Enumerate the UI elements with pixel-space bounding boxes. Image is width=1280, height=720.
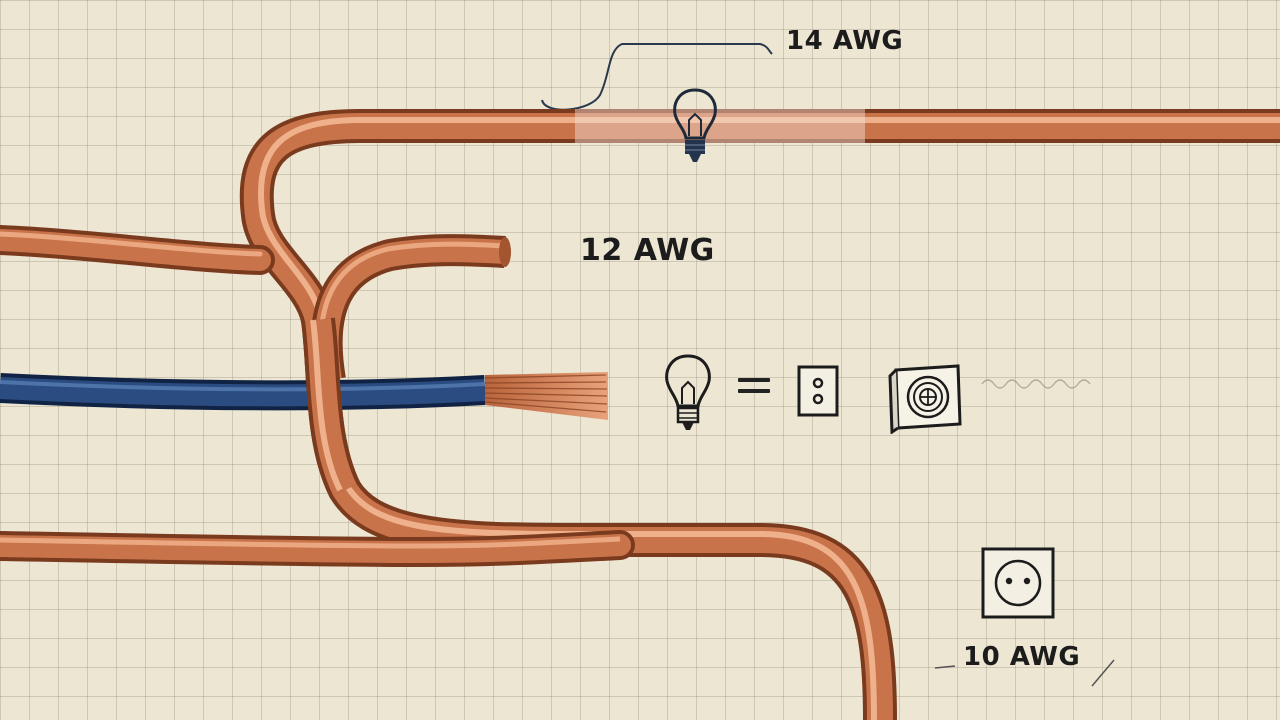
appliance-icon xyxy=(888,364,962,434)
equals-icon xyxy=(738,378,770,394)
light-bulb-icon xyxy=(665,354,711,430)
wire-14-awg xyxy=(239,109,1280,720)
wire-blue-insulated xyxy=(0,372,608,420)
wire-10-awg xyxy=(0,530,635,568)
light-bulb-icon xyxy=(673,88,717,162)
pointer-line-10-awg xyxy=(934,659,1115,687)
awg-14-label: 14 AWG xyxy=(786,26,904,56)
light-switch-icon xyxy=(797,365,839,417)
wire-14-awg-crossing xyxy=(301,317,361,498)
pointer-line-14-awg xyxy=(541,43,773,111)
outlet-icon xyxy=(981,547,1055,619)
wire-12-awg xyxy=(310,234,511,383)
wire-left-stub xyxy=(0,225,275,275)
awg-12-label: 12 AWG xyxy=(580,233,715,268)
awg-10-label: 10 AWG xyxy=(963,642,1081,672)
scribble-mark xyxy=(981,379,1091,389)
